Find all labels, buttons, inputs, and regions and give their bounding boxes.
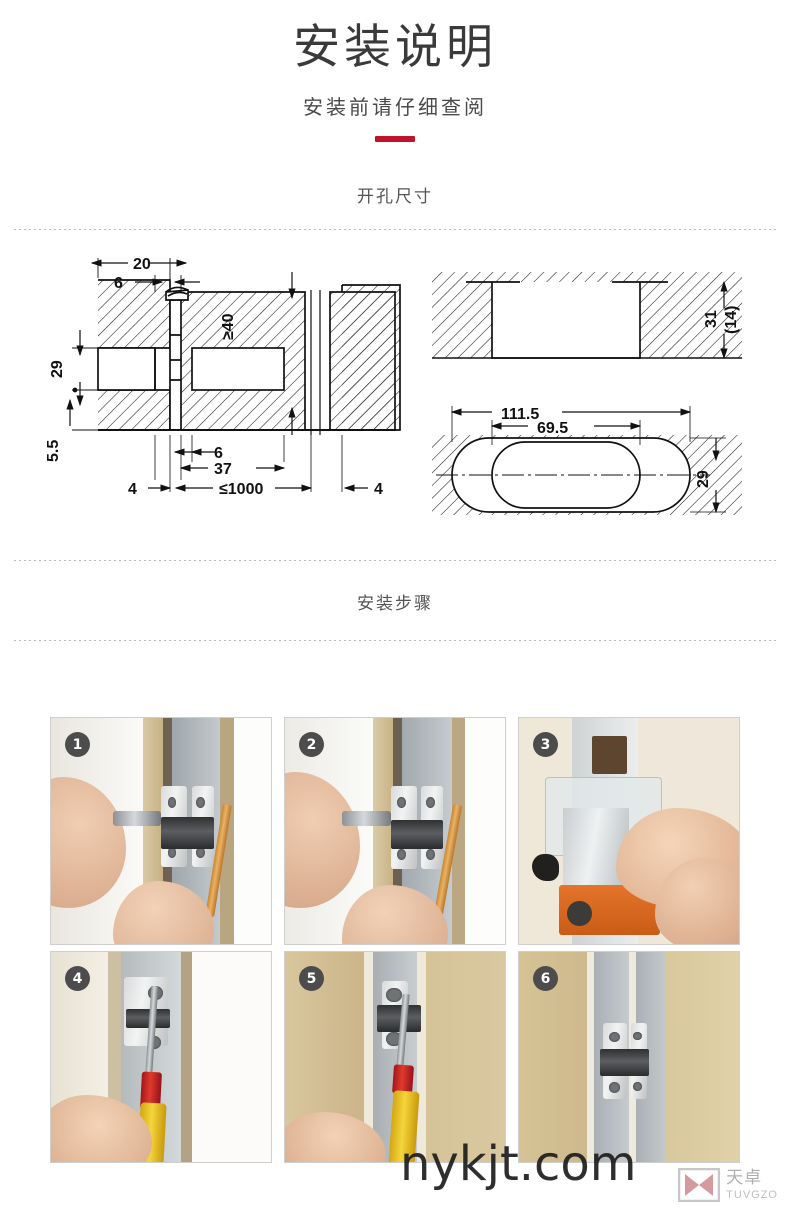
dim-29-plan: 29: [695, 470, 712, 488]
logo-words: 天卓 TUVGZO: [726, 1167, 778, 1201]
step-photo-1[interactable]: 1: [50, 717, 272, 945]
section-title-install-steps: 安装步骤: [357, 593, 433, 614]
photo-scene: [519, 952, 739, 1162]
photo-scene: [51, 952, 271, 1162]
divider-mid: [14, 559, 776, 561]
dim-4-left: 4: [128, 481, 137, 498]
photo-scene: [519, 718, 739, 944]
step-photo-5[interactable]: 5: [284, 951, 506, 1163]
dim-29: 29: [49, 360, 66, 378]
page-title: 安装说明: [293, 20, 497, 75]
section-title-hole-dimensions: 开孔尺寸: [357, 186, 433, 207]
photo-scene: [51, 718, 271, 944]
dim-5-5: 5.5: [45, 439, 62, 461]
dim-4-right: 4: [374, 481, 383, 498]
watermark: nykjt.com: [400, 1136, 637, 1192]
dim-69-5: 69.5: [537, 420, 568, 437]
step-badge: 5: [299, 966, 324, 991]
step-photo-6[interactable]: 6: [518, 951, 740, 1163]
photo-scene: [285, 952, 505, 1162]
steps-grid: 1 2: [50, 717, 740, 1163]
dim-37: 37: [214, 461, 232, 478]
dim-14: (14): [723, 305, 740, 333]
dim-40: ≥40: [220, 313, 237, 340]
drawings-svg: 20 6 ≥40 29 5.5 4 6 37 ≤1000 4 31 (14) 1…: [45, 256, 742, 515]
bowtie-logo-icon: [678, 1168, 721, 1202]
page-header: 安装说明 安装前请仔细查阅: [0, 0, 790, 142]
page-subtitle: 安装前请仔细查阅: [303, 94, 487, 119]
divider-bottom: [14, 639, 776, 641]
divider-top: [14, 228, 776, 230]
dim-111-5: 111.5: [501, 406, 539, 423]
logo-en: TUVGZO: [726, 1188, 778, 1201]
dim-1000: ≤1000: [219, 481, 263, 498]
step-badge: 4: [65, 966, 90, 991]
step-badge: 3: [533, 732, 558, 757]
hole-dimensions-section: 开孔尺寸: [0, 182, 790, 230]
dim-6-bottom: 6: [214, 445, 223, 462]
brand-logo: 天卓 TUVGZO: [678, 1168, 778, 1202]
dim-20: 20: [133, 256, 151, 273]
step-photo-4[interactable]: 4: [50, 951, 272, 1163]
install-steps-section: 安装步骤: [0, 559, 790, 641]
technical-drawings: 20 6 ≥40 29 5.5 4 6 37 ≤1000 4 31 (14) 1…: [0, 230, 790, 560]
photo-scene: [285, 718, 505, 944]
step-photo-3[interactable]: 3: [518, 717, 740, 945]
step-badge: 1: [65, 732, 90, 757]
step-badge: 2: [299, 732, 324, 757]
dim-31: 31: [703, 310, 720, 328]
accent-divider: [375, 135, 415, 142]
step-photo-2[interactable]: 2: [284, 717, 506, 945]
step-badge: 6: [533, 966, 558, 991]
dim-6-top: 6: [114, 275, 123, 292]
logo-cn: 天卓: [726, 1167, 763, 1188]
